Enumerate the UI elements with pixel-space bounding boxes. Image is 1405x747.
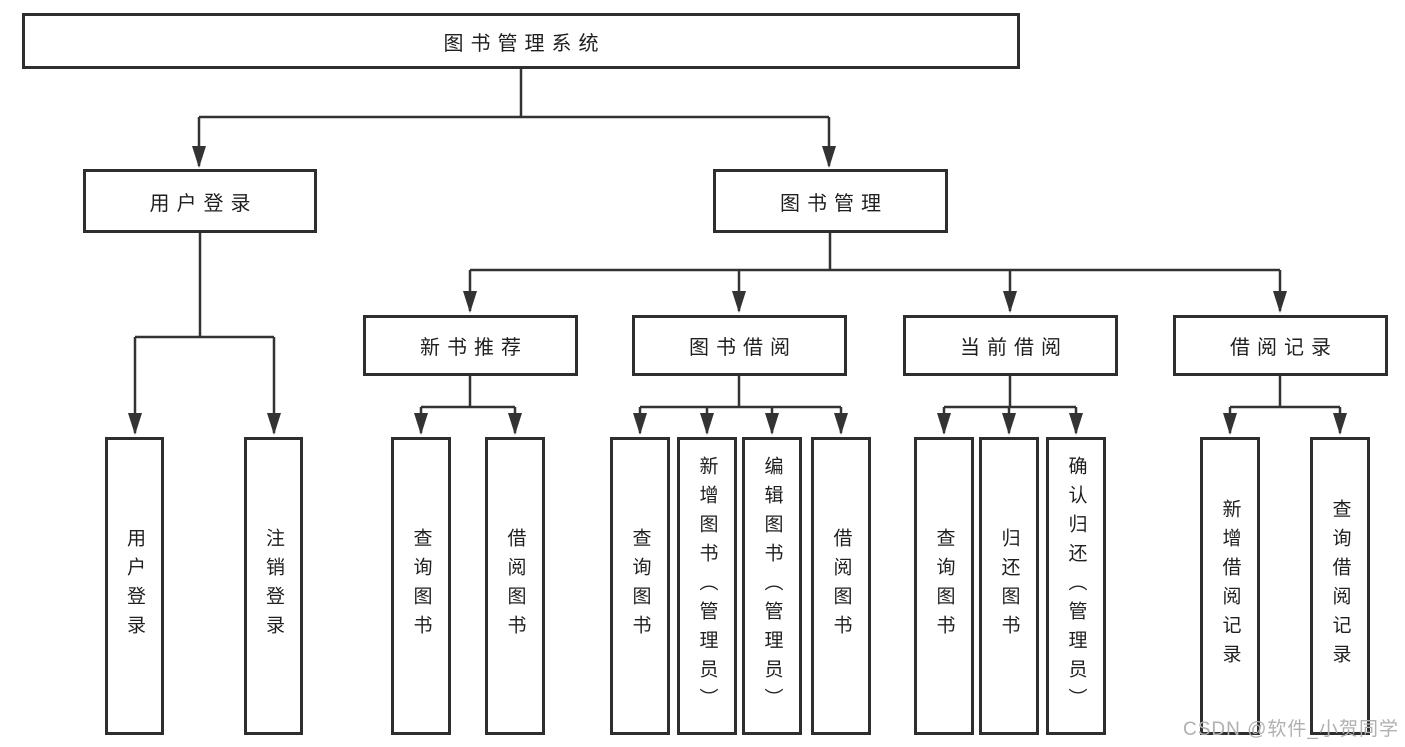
node-current-borrowing: 当前借阅 [903,315,1118,376]
watermark-text: CSDN @软件_小贺同学 [1183,719,1399,740]
node-query-books-borrow-leaf: 查询图书 [610,437,670,735]
node-user-login: 用户登录 [83,169,317,233]
node-query-borrowing-record-leaf: 查询借阅记录 [1310,437,1370,735]
node-user-login-leaf: 用户登录 [105,437,164,735]
node-add-books-admin-leaf: 新增图书（管理员） [677,437,737,735]
node-library-management-system: 图书管理系统 [22,13,1020,69]
node-new-book-recommendation: 新书推荐 [363,315,578,376]
node-add-borrowing-record-leaf: 新增借阅记录 [1200,437,1260,735]
node-borrow-books-recommend-leaf: 借阅图书 [485,437,545,735]
node-book-management: 图书管理 [713,169,948,233]
node-query-books-recommend-leaf: 查询图书 [391,437,451,735]
node-return-books-leaf: 归还图书 [979,437,1039,735]
node-logout-login-leaf: 注销登录 [244,437,303,735]
node-borrowing-records: 借阅记录 [1173,315,1388,376]
node-edit-books-admin-leaf: 编辑图书（管理员） [742,437,802,735]
node-confirm-return-admin-leaf: 确认归还（管理员） [1046,437,1106,735]
node-book-borrowing: 图书借阅 [632,315,847,376]
node-query-books-current-leaf: 查询图书 [914,437,974,735]
node-borrow-books-leaf: 借阅图书 [811,437,871,735]
